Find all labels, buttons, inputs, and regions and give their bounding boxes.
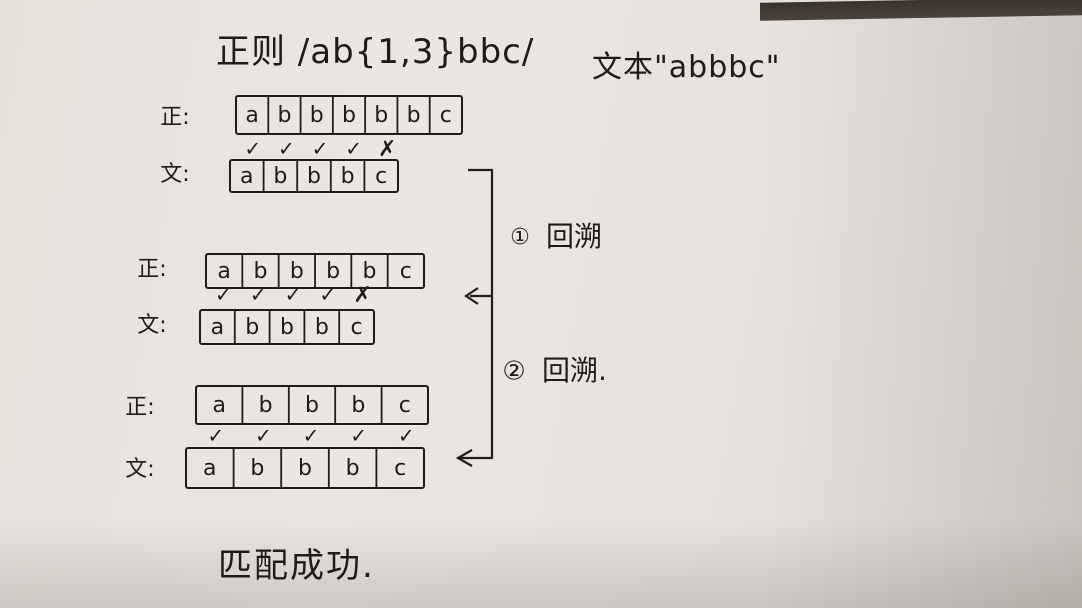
regex-cell: a xyxy=(245,103,258,128)
backtrack-arrow-2 xyxy=(455,449,473,467)
regex-cell: b xyxy=(277,103,291,128)
text-cell: b xyxy=(307,164,321,189)
match-mark: ✓ xyxy=(278,137,295,161)
backtrack-number-1: ① xyxy=(510,225,530,250)
backtrack-number-2: ② xyxy=(502,357,525,387)
backtrack-label-2: 回溯. xyxy=(542,354,607,387)
regex-cell: b xyxy=(254,259,268,284)
match-mark: ✓ xyxy=(319,283,336,307)
match-mark: ✓ xyxy=(303,424,320,448)
mismatch-mark: ✗ xyxy=(378,137,396,162)
text-cell: c xyxy=(351,315,363,340)
text-title: 文本"abbbc" xyxy=(592,50,781,85)
text-strip-2 xyxy=(199,309,375,345)
match-mark: ✓ xyxy=(207,424,224,448)
regex-cell: a xyxy=(212,393,225,418)
text-cell: b xyxy=(245,315,259,340)
backtrack-bracket-2 xyxy=(460,296,494,460)
text-cell: a xyxy=(240,164,253,189)
backtrack-arrow-1 xyxy=(464,287,479,305)
regex-cell: a xyxy=(217,259,230,284)
regex-cell: c xyxy=(400,259,412,284)
regex-row-label: 正: xyxy=(160,105,189,130)
match-mark: ✓ xyxy=(398,424,415,448)
text-row-label: 文: xyxy=(125,457,154,482)
regex-cell: b xyxy=(407,103,421,128)
match-success-text: 匹配成功. xyxy=(218,546,375,586)
match-mark: ✓ xyxy=(255,424,272,448)
regex-cell: b xyxy=(259,393,273,418)
regex-cell: b xyxy=(326,259,340,284)
text-cell: b xyxy=(298,456,312,481)
paper-shadow-bottom xyxy=(0,518,1082,608)
text-cell: b xyxy=(250,456,264,481)
match-mark: ✓ xyxy=(350,424,367,448)
text-cell: b xyxy=(315,315,329,340)
text-cell: c xyxy=(394,456,406,481)
regex-cell: b xyxy=(363,259,377,284)
text-cell: a xyxy=(211,315,224,340)
match-mark: ✓ xyxy=(345,137,362,161)
text-row-label: 文: xyxy=(160,162,189,187)
regex-cell: b xyxy=(305,393,319,418)
text-cell: b xyxy=(341,164,355,189)
regex-cell: c xyxy=(399,393,411,418)
regex-cell: b xyxy=(374,103,388,128)
text-cell: b xyxy=(346,456,360,481)
regex-strip-1 xyxy=(235,95,463,135)
backtrack-bracket-1 xyxy=(468,168,494,298)
regex-row-label: 正: xyxy=(137,257,166,282)
match-mark: ✓ xyxy=(250,283,267,307)
text-cell: b xyxy=(280,315,294,340)
regex-cell: b xyxy=(351,393,365,418)
text-strip-3 xyxy=(185,447,425,489)
regex-strip-3 xyxy=(195,385,429,425)
regex-cell: b xyxy=(310,103,324,128)
match-mark: ✓ xyxy=(312,137,329,161)
regex-row-label: 正: xyxy=(125,395,154,420)
backtrack-label-1: 回溯 xyxy=(546,220,602,253)
text-cell: b xyxy=(273,164,287,189)
match-mark: ✓ xyxy=(244,137,261,161)
regex-cell: c xyxy=(440,103,452,128)
regex-cell: b xyxy=(290,259,304,284)
regex-title: 正则 /ab{1,3}bbc/ xyxy=(216,32,535,72)
match-mark: ✓ xyxy=(285,283,302,307)
text-row-label: 文: xyxy=(137,313,166,338)
regex-cell: b xyxy=(342,103,356,128)
text-strip-1 xyxy=(229,159,399,193)
text-cell: c xyxy=(375,164,387,189)
text-cell: a xyxy=(203,456,216,481)
match-mark: ✓ xyxy=(215,283,232,307)
mismatch-mark: ✗ xyxy=(353,283,371,308)
paper-shadow-right xyxy=(762,0,1082,608)
